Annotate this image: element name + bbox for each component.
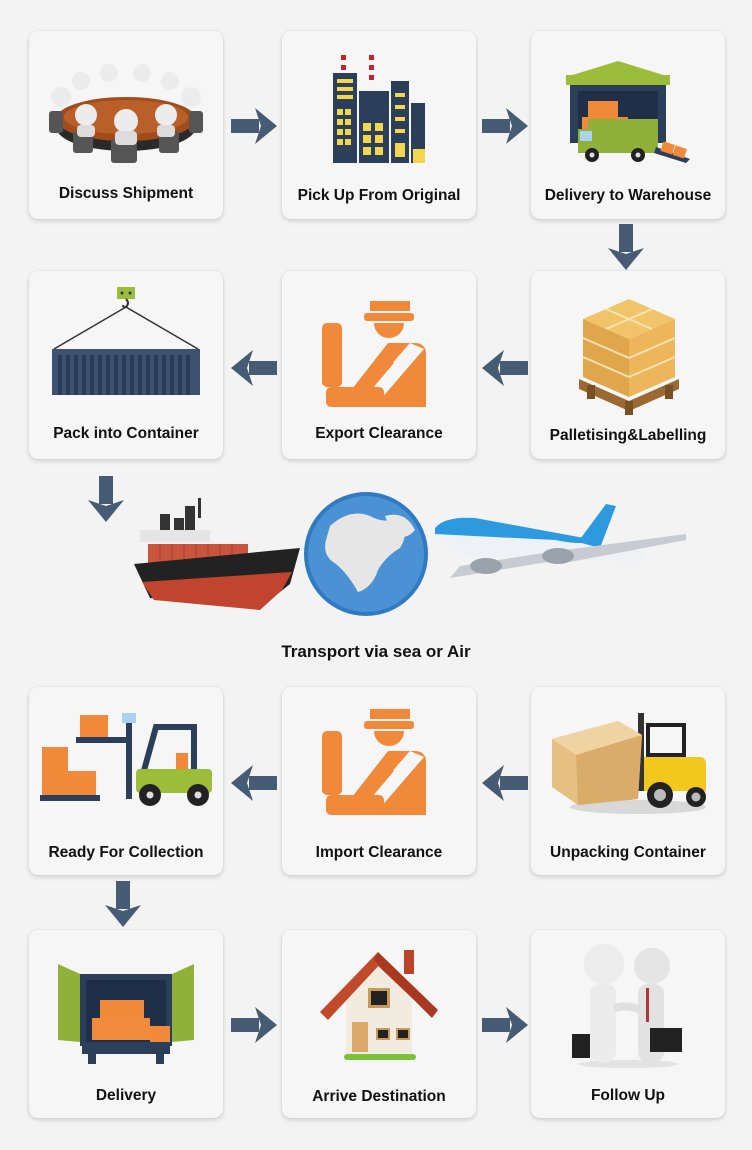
forklift-pallet-icon <box>29 709 223 809</box>
customs-officer-icon <box>282 301 476 411</box>
forklift-box-icon <box>531 703 725 823</box>
step-label: Discuss Shipment <box>58 185 194 202</box>
warehouse-truck-icon <box>531 57 725 172</box>
step-label: Pick Up From Original <box>297 187 461 204</box>
step-card-unpacking-container: Unpacking Container <box>531 687 725 875</box>
factory-city-icon <box>282 53 476 171</box>
arrow-right-icon <box>231 1007 277 1043</box>
arrow-right-icon <box>482 108 528 144</box>
arrow-down-icon <box>105 881 141 927</box>
arrow-right-icon <box>482 1007 528 1043</box>
handshake-icon <box>531 944 725 1068</box>
step-label: Ready For Collection <box>48 844 204 861</box>
step-label: Unpacking Container <box>550 844 706 861</box>
arrow-right-icon <box>231 108 277 144</box>
arrow-down-icon <box>608 224 644 270</box>
step-card-arrive-destination: Arrive Destination <box>282 930 476 1118</box>
step-label: Export Clearance <box>315 425 443 442</box>
step-card-palletising-labelling: Palletising&Labelling <box>531 271 725 459</box>
meeting-table-icon <box>29 61 223 166</box>
step-label: Delivery to Warehouse <box>544 187 712 204</box>
step-card-follow-up: Follow Up <box>531 930 725 1118</box>
arrow-left-icon <box>482 765 528 801</box>
step-label: Palletising&Labelling <box>549 427 707 444</box>
step-card-export-clearance: Export Clearance <box>282 271 476 459</box>
customs-officer-icon <box>282 709 476 819</box>
step-label: Arrive Destination <box>312 1088 446 1105</box>
step-card-delivery: Delivery <box>29 930 223 1118</box>
step-label-transport: Transport via sea or Air <box>281 642 471 661</box>
step-card-delivery-to-warehouse: Delivery to Warehouse <box>531 31 725 219</box>
step-card-pick-up: Pick Up From Original <box>282 31 476 219</box>
house-icon <box>282 938 476 1068</box>
arrow-left-icon <box>231 350 277 386</box>
step-label: Follow Up <box>590 1087 666 1104</box>
step-card-ready-for-collection: Ready For Collection <box>29 687 223 875</box>
arrow-left-icon <box>231 765 277 801</box>
ship-globe-plane-icon <box>134 492 686 616</box>
arrow-left-icon <box>482 350 528 386</box>
step-label: Import Clearance <box>315 844 443 861</box>
step-card-import-clearance: Import Clearance <box>282 687 476 875</box>
step-label: Pack into Container <box>53 425 199 442</box>
open-truck-icon <box>29 952 223 1064</box>
transport-illustration <box>130 486 690 626</box>
step-card-discuss-shipment: Discuss Shipment <box>29 31 223 219</box>
pallet-boxes-icon <box>531 285 725 415</box>
arrow-down-icon <box>88 476 124 522</box>
step-label: Delivery <box>95 1087 157 1104</box>
hanging-container-icon <box>29 283 223 395</box>
step-card-pack-into-container: Pack into Container <box>29 271 223 459</box>
